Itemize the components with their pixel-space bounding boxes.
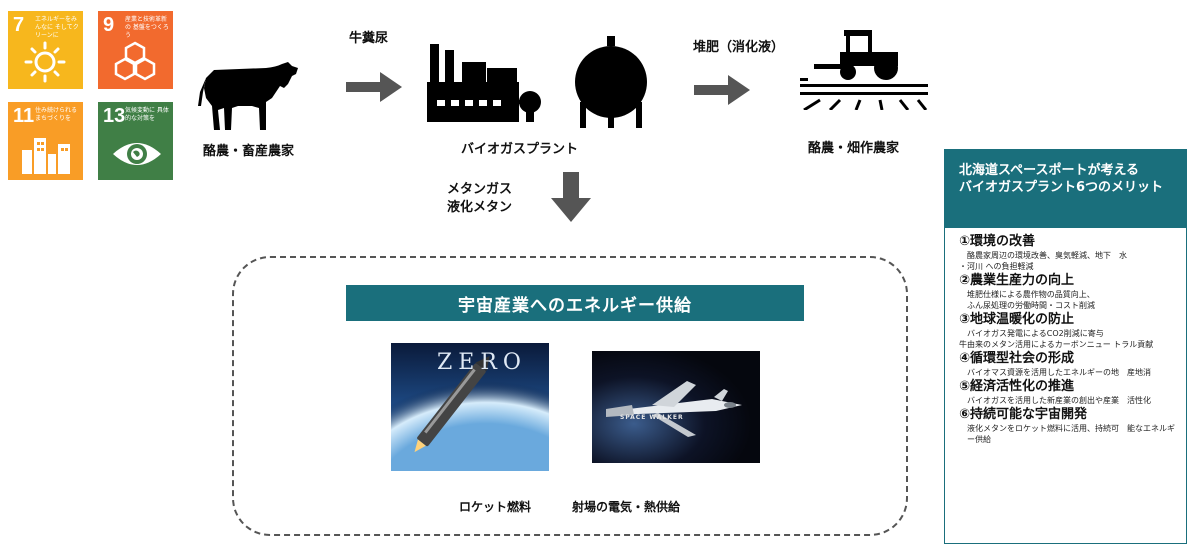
merit-item: ③地球温暖化の防止 バイオガス発電によるCO2削減に寄与 牛由来のメタン活用によ… bbox=[959, 312, 1154, 349]
spacewalker-logo: SPACE WALKER bbox=[620, 414, 684, 421]
merits-panel-title-line1: 北海道スペースポートが考える bbox=[959, 163, 1140, 178]
merit-item: ④循環型社会の形成 バイオマス資源を活用したエネルギーの地 産地消 bbox=[959, 351, 1151, 377]
manure-label: 牛糞尿 bbox=[349, 31, 389, 46]
space-energy-banner: 宇宙産業へのエネルギー供給 bbox=[346, 285, 804, 321]
merits-panel-title-line2: バイオガスプラント6つのメリット bbox=[959, 180, 1164, 195]
crop-farmer-label: 酪農・畑作農家 bbox=[808, 141, 900, 156]
cubes-icon bbox=[114, 41, 156, 81]
right-arrow-icon bbox=[346, 72, 402, 102]
merit-item: ①環境の改善 酪農家周辺の環境改善、臭気軽減、地下 水 ・河川 への負担軽減 bbox=[959, 234, 1127, 271]
spaceport-power-caption: 射場の電気・熱供給 bbox=[572, 500, 681, 514]
right-arrow-icon bbox=[694, 75, 750, 105]
rocket-image bbox=[391, 343, 549, 471]
methane-gas-label: メタンガス bbox=[447, 182, 513, 197]
merit-item: ⑤経済活性化の推進 バイオガスを活用した新産業の創出や産業 活性化 bbox=[959, 379, 1151, 405]
sdg-tile-11: 11 住み続けられる まちづくりを bbox=[8, 102, 83, 180]
biogas-plant-label: バイオガスプラント bbox=[461, 142, 579, 157]
sdg-tile-9: 9 産業と技術革新の 基盤をつくろう bbox=[98, 11, 173, 89]
sdg-tile-7: 7 エネルギーをみんなに そしてクリーンに bbox=[8, 11, 83, 89]
space-industry-container bbox=[232, 256, 908, 536]
rocket-zero-text: ZERO bbox=[437, 350, 527, 375]
sdg-tile-13: 13 気候変動に 具体的な対策を bbox=[98, 102, 173, 180]
spaceplane-image bbox=[592, 351, 760, 463]
merits-list: ①環境の改善 酪農家周辺の環境改善、臭気軽減、地下 水 ・河川 への負担軽減 ②… bbox=[945, 228, 1186, 445]
rocket-fuel-caption: ロケット燃料 bbox=[459, 500, 532, 514]
factory-icon bbox=[427, 44, 541, 122]
down-arrow-icon bbox=[551, 172, 591, 222]
liquid-methane-label: 液化メタン bbox=[447, 200, 513, 215]
merits-panel-header: 北海道スペースポートが考える バイオガスプラント6つのメリット bbox=[945, 150, 1186, 228]
eye-globe-icon bbox=[113, 143, 161, 165]
merit-item: ②農業生産力の向上 堆肥仕様による農作物の品質向上、 ふん尿処理の労働時間・コス… bbox=[959, 273, 1095, 310]
dairy-farmer-label: 酪農・畜産農家 bbox=[203, 144, 295, 159]
city-icon bbox=[22, 138, 70, 174]
tractor-field-icon bbox=[800, 30, 928, 110]
merit-item: ⑥持続可能な宇宙開発 液化メタンをロケット燃料に活用、持続可 能なエネルギー供給 bbox=[959, 407, 1175, 444]
compost-label: 堆肥（消化液） bbox=[693, 40, 785, 55]
merits-panel: 北海道スペースポートが考える バイオガスプラント6つのメリット ①環境の改善 酪… bbox=[944, 149, 1187, 544]
cow-icon bbox=[198, 62, 298, 130]
sun-icon bbox=[24, 41, 66, 83]
gas-tank-icon bbox=[575, 36, 647, 128]
